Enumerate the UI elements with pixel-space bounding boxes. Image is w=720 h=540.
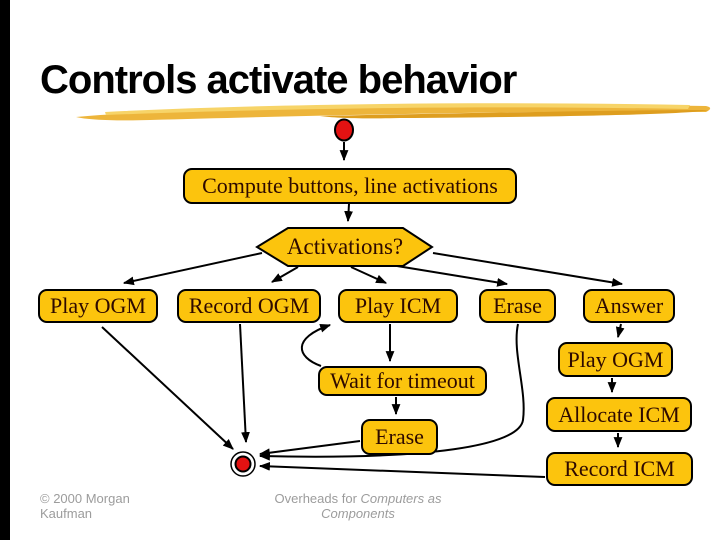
edge-decision-to-play-ogm-left [122, 252, 263, 286]
edge-decision-to-erase-top [396, 265, 509, 287]
footer-copyright-line2: Kaufman [40, 506, 93, 521]
node-answer: Answer [583, 289, 675, 323]
edge-record-icm-to-end [258, 461, 546, 478]
highlight-brush-stroke [76, 103, 711, 121]
slide-title: Controls activate behavior [40, 58, 517, 102]
edge-decision-to-play-icm [350, 266, 388, 284]
edge-play-ogm-left-to-end [101, 326, 234, 450]
decision-hexagon [255, 227, 434, 267]
flow-edges [101, 142, 625, 478]
footer-credit: Overheads for Computers as Components [238, 491, 478, 521]
edge-erase-top-to-end [258, 323, 525, 461]
footer-copyright: © 2000 Morgan Kaufman [40, 491, 130, 521]
edge-decision-to-record-ogm [271, 266, 299, 283]
edge-record-ogm-to-end [239, 323, 250, 444]
node-activations-label: Activations? [286, 234, 404, 259]
node-erase-bottom: Erase [361, 419, 438, 455]
node-compute-activations: Compute buttons, line activations [183, 168, 517, 204]
node-play-ogm-left: Play OGM [38, 289, 158, 323]
footer-credit-book-title: Computers as [360, 491, 442, 506]
node-record-icm: Record ICM [546, 452, 693, 486]
node-play-ogm-right: Play OGM [558, 342, 673, 377]
start-node [334, 118, 354, 142]
footer-credit-line2: Components [321, 506, 395, 521]
node-allocate-icm: Allocate ICM [546, 397, 692, 432]
node-record-ogm: Record OGM [177, 289, 321, 323]
end-node [230, 451, 256, 477]
node-erase-top: Erase [479, 289, 556, 323]
footer-copyright-line1: © 2000 Morgan [40, 491, 130, 506]
edge-compute-to-decision [344, 203, 353, 223]
edge-erase-bottom-to-end [258, 440, 361, 458]
edge-decision-to-answer [432, 252, 624, 287]
edge-answer-to-play-ogm-right [615, 323, 625, 339]
node-play-icm: Play ICM [338, 289, 458, 323]
left-edge-bar [0, 0, 10, 540]
footer-credit-prefix: Overheads for [274, 491, 361, 506]
edge-wait-loop-to-play-icm [300, 324, 332, 367]
node-wait-for-timeout: Wait for timeout [318, 366, 487, 396]
footer-credit-line1: Overheads for Computers as [238, 491, 478, 506]
